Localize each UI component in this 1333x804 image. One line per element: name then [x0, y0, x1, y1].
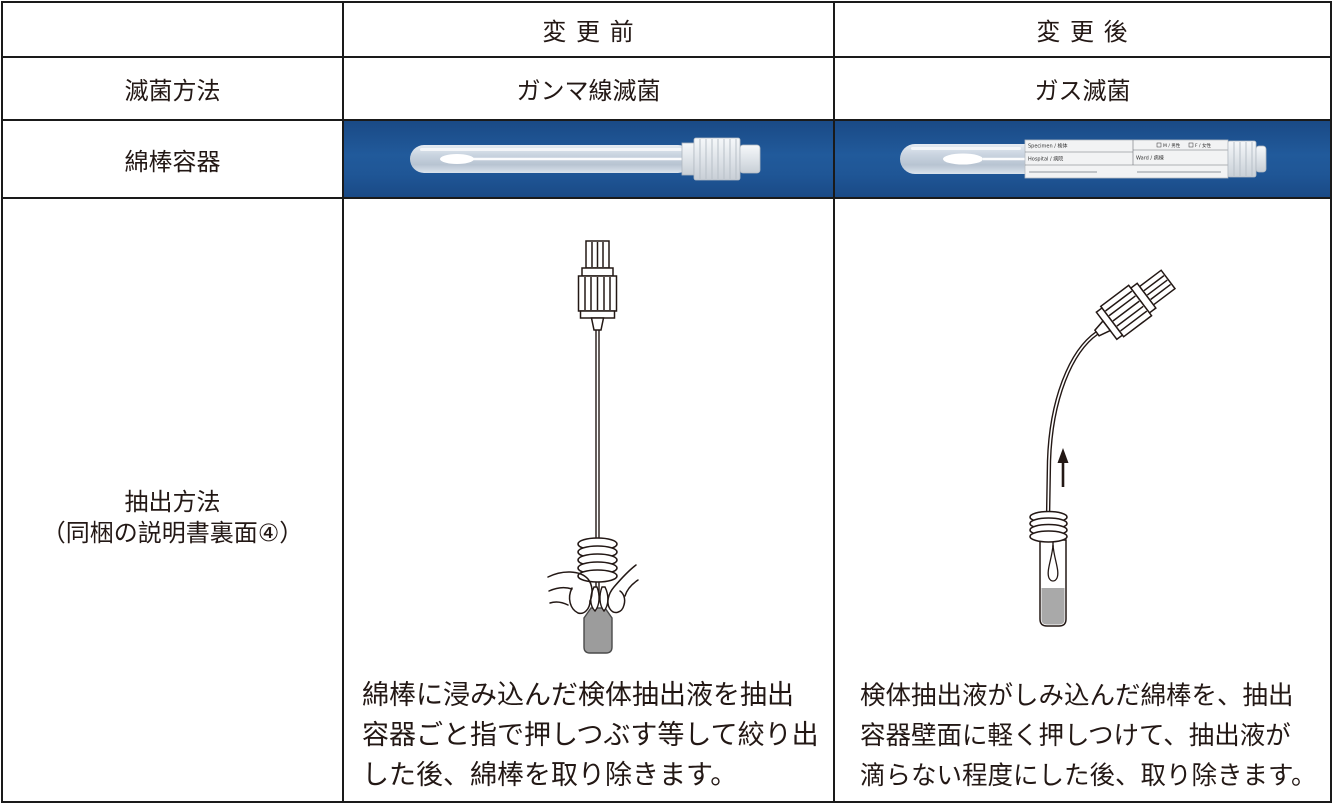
squeezing-hand	[547, 564, 639, 615]
header-after: 変 更 後	[1036, 18, 1129, 46]
row-divider	[1, 119, 1332, 121]
description-line: 滴らない程度にした後、取り除きます。	[860, 761, 1317, 791]
swab-tube-after: Specimen / 検体 Hospital / 病院 Ward / 病棟 M …	[900, 139, 1267, 179]
label-hospital: Hospital / 病院	[1028, 156, 1063, 163]
description-line: した後、綿棒を取り除きます。	[362, 760, 738, 791]
extraction-sublabel: （同梱の説明書裏面④）	[41, 519, 304, 547]
female-checkbox	[1188, 142, 1194, 148]
extraction-cap	[577, 240, 618, 331]
label-female: F / 女性	[1195, 142, 1211, 149]
thread-coil	[1029, 510, 1068, 543]
extraction-cap	[1093, 269, 1177, 341]
row-divider	[1, 56, 1332, 58]
row-divider	[1, 197, 1332, 199]
swab-tip	[943, 153, 983, 165]
label-specimen: Specimen / 検体	[1028, 143, 1068, 150]
sterilization-after: ガス滅菌	[1034, 77, 1131, 105]
tube-cap	[681, 137, 761, 181]
description-line: 容器ごと指で押しつぶす等して絞り出	[362, 720, 819, 751]
extraction-label-cell: 抽出方法 （同梱の説明書裏面④）	[3, 199, 342, 801]
extraction-vial	[583, 607, 613, 654]
tube-highlight	[911, 147, 1021, 150]
description-line: 容器壁面に軽く押しつけて、抽出液が	[860, 721, 1291, 751]
extraction-liquid	[1041, 588, 1065, 625]
tube-cap	[1227, 140, 1267, 178]
extraction-label: 抽出方法	[124, 488, 221, 516]
container-before-photo	[344, 121, 833, 197]
swab-tube-before	[410, 137, 761, 181]
swab-cotton	[1047, 544, 1059, 582]
extraction-after-description: 検体抽出液がしみ込んだ綿棒を、抽出 容器壁面に軽く押しつけて、抽出液が 滴らない…	[860, 676, 1316, 796]
swab-tip	[440, 154, 474, 164]
extraction-after-illustration	[1029, 269, 1177, 627]
container-after-photo: Specimen / 検体 Hospital / 病院 Ward / 病棟 M …	[835, 121, 1330, 197]
column-divider	[342, 1, 344, 803]
sterilization-label: 滅菌方法	[124, 77, 221, 105]
description-line: 検体抽出液がしみ込んだ綿棒を、抽出	[860, 681, 1294, 711]
extraction-before-description: 綿棒に浸み込んだ検体抽出液を抽出 容器ごと指で押しつぶす等して絞り出 した後、綿…	[362, 676, 819, 796]
header-before: 変 更 前	[542, 18, 635, 46]
column-divider	[833, 1, 835, 803]
arrow-up-icon	[1057, 448, 1069, 487]
container-label: 綿棒容器	[124, 147, 221, 176]
label-ward: Ward / 病棟	[1136, 155, 1164, 162]
sterilization-before: ガンマ線滅菌	[516, 77, 661, 105]
extraction-before-illustration	[547, 240, 639, 654]
description-line: 綿棒に浸み込んだ検体抽出液を抽出	[362, 680, 794, 711]
label-male: M / 男性	[1163, 142, 1181, 149]
male-checkbox	[1156, 142, 1162, 148]
tube-highlight	[420, 148, 682, 151]
tube-label: Specimen / 検体 Hospital / 病院 Ward / 病棟 M …	[1024, 139, 1229, 179]
